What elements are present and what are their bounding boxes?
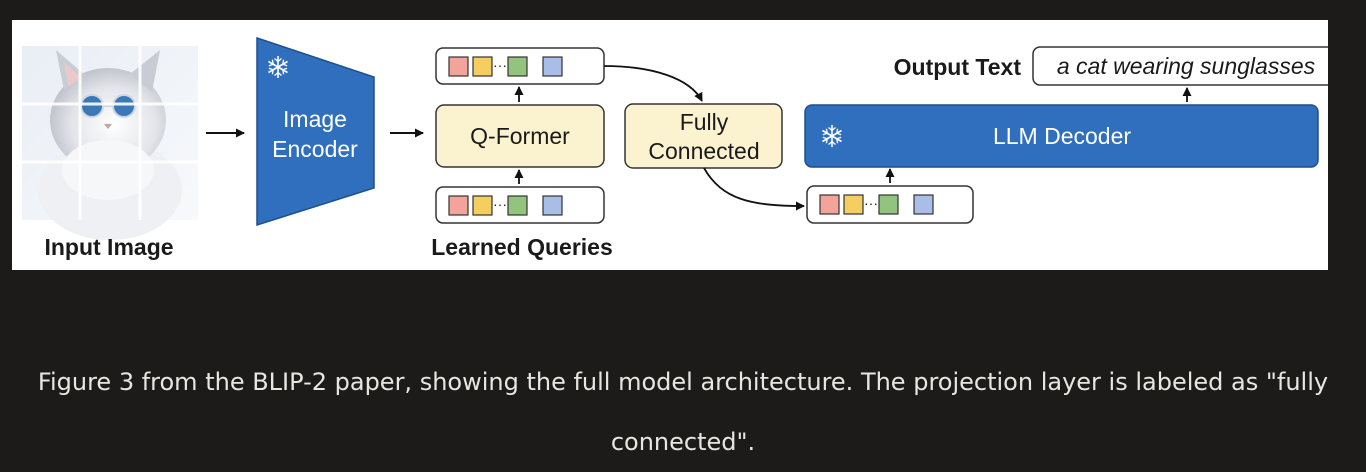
token-square xyxy=(448,56,469,77)
arrow-tokens-to-fc xyxy=(603,65,703,102)
arrow-fc-to-projected-tokens xyxy=(703,167,805,211)
fully-connected-label-line1: Fully xyxy=(680,109,729,135)
token-square xyxy=(843,194,864,215)
learned-queries-label: Learned Queries xyxy=(431,234,613,260)
learned-query-tokens: ··· xyxy=(435,186,605,224)
image-encoder-label-line2: Encoder xyxy=(272,136,358,162)
image-encoder-block: Image Encoder xyxy=(256,36,375,227)
llm-decoder-block: LLM Decoder xyxy=(804,104,1319,168)
token-ellipsis: ··· xyxy=(493,196,507,212)
llm-decoder-label: LLM Decoder xyxy=(993,123,1131,149)
snowflake-icon xyxy=(268,56,288,78)
token-square xyxy=(507,56,528,77)
qformer-block: Q-Former xyxy=(435,104,605,168)
input-cat-image xyxy=(22,46,198,240)
caption-line-2: connected". xyxy=(610,428,756,456)
token-square xyxy=(542,56,563,77)
token-square xyxy=(913,194,934,215)
output-text-value: a cat wearing sunglasses xyxy=(1057,53,1316,79)
fully-connected-block: Fully Connected xyxy=(624,103,783,169)
output-text-label: Output Text xyxy=(894,54,1022,80)
token-square xyxy=(507,195,528,216)
image-encoder-label-line1: Image xyxy=(283,106,347,132)
qformer-label: Q-Former xyxy=(470,123,570,149)
blip2-architecture-diagram: Input Image Image Encoder ··· Q-Former xyxy=(22,36,1328,260)
token-square xyxy=(448,195,469,216)
token-square xyxy=(819,194,840,215)
output-text-box: a cat wearing sunglasses xyxy=(1032,46,1328,86)
token-ellipsis: ··· xyxy=(493,57,507,73)
caption-line-1: Figure 3 from the BLIP-2 paper, showing … xyxy=(37,368,1329,396)
projected-tokens: ··· xyxy=(806,185,974,224)
token-ellipsis: ··· xyxy=(864,195,878,211)
token-square xyxy=(472,195,493,216)
snowflake-icon xyxy=(822,125,842,147)
figure-caption: Figure 3 from the BLIP-2 paper, showing … xyxy=(0,352,1366,472)
token-square xyxy=(878,194,899,215)
qformer-output-tokens: ··· xyxy=(435,47,605,85)
token-square xyxy=(472,56,493,77)
figure-panel: Input Image Image Encoder ··· Q-Former xyxy=(12,20,1328,270)
input-image-label: Input Image xyxy=(44,234,173,260)
token-square xyxy=(542,195,563,216)
fully-connected-label-line2: Connected xyxy=(648,138,759,164)
